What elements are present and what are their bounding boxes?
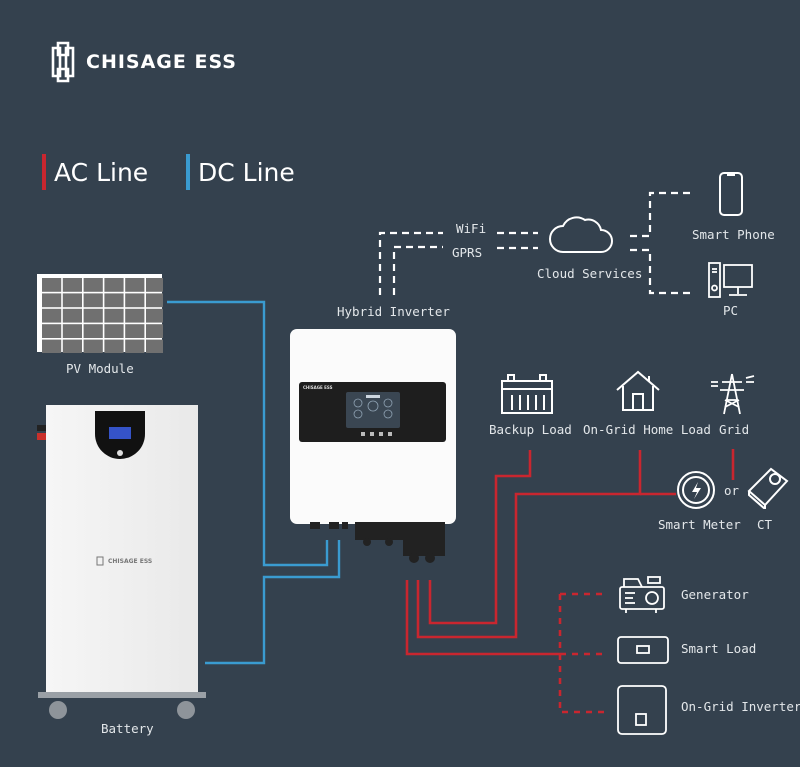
pv-cell — [83, 339, 103, 353]
generator-icon — [619, 576, 665, 613]
ongrid-inverter-label: On-Grid Inverter — [681, 699, 800, 714]
battery-wheels-icon — [38, 692, 206, 719]
gprs-line-left — [392, 245, 443, 295]
brand-logo: CHISAGE ESS — [50, 40, 237, 84]
smart-load-label: Smart Load — [681, 641, 757, 656]
pv-cell — [104, 339, 124, 353]
inverter-button-2[interactable] — [370, 432, 374, 436]
pv-cell — [146, 278, 163, 292]
home-load-line — [416, 450, 642, 639]
pv-cell — [62, 278, 82, 292]
backup-load-line — [428, 450, 532, 625]
wifi-line-left — [378, 231, 443, 295]
communication-lines — [378, 191, 692, 295]
pv-cell — [146, 293, 163, 308]
chisage-logo-icon — [51, 41, 75, 83]
pv-cell — [125, 278, 145, 292]
ac-legend-label: AC Line — [54, 157, 149, 187]
battery-display-icon — [95, 411, 145, 459]
pc-icon — [708, 262, 753, 298]
pv-cell — [62, 308, 82, 323]
optional-ac-lines — [558, 592, 606, 714]
home-load-label: On-Grid Home Load — [583, 422, 711, 437]
pv-module-icon — [37, 274, 163, 353]
dc-legend-label: DC Line — [198, 157, 295, 187]
pv-cell — [62, 293, 82, 308]
pv-cell — [125, 324, 145, 338]
pv-cell — [42, 308, 62, 323]
pv-cell — [104, 278, 124, 292]
pv-cell — [83, 308, 103, 323]
dc-lines — [167, 300, 341, 665]
hybrid-inverter-label: Hybrid Inverter — [337, 304, 450, 319]
battery-logo-icon — [96, 556, 104, 566]
inverter-display-panel: CHISAGE ESS — [299, 382, 446, 442]
ac-legend-swatch — [42, 154, 46, 190]
pv-cell — [104, 293, 124, 308]
pv-cell — [146, 324, 163, 338]
legend-ac: AC Line — [42, 154, 148, 190]
pv-cell — [83, 278, 103, 292]
pv-cell — [125, 308, 145, 323]
pv-cell — [104, 324, 124, 338]
inverter-screen-gauges-icon — [353, 395, 393, 419]
gprs-label: GPRS — [452, 245, 483, 260]
ct-sensor-icon — [747, 467, 789, 509]
smart-load-icon — [617, 636, 669, 664]
smartphone-icon — [719, 172, 743, 216]
cloud-phone-line — [630, 191, 692, 238]
battery-unit: CHISAGE ESS — [46, 405, 198, 695]
hybrid-inverter: CHISAGE ESS — [290, 329, 456, 524]
smart-meter-icon — [677, 471, 715, 509]
home-icon — [616, 370, 660, 411]
pv-cell — [42, 324, 62, 338]
legend-dc: DC Line — [186, 154, 295, 190]
inverter-brand: CHISAGE ESS — [303, 385, 333, 390]
smartphone-label: Smart Phone — [692, 227, 775, 242]
inverter-button-1[interactable] — [361, 432, 365, 436]
ongrid-inverter-icon — [617, 685, 667, 735]
pv-cell — [83, 324, 103, 338]
pv-dc-line — [167, 300, 329, 567]
aux-ac-line — [405, 580, 560, 656]
inverter-buttons — [361, 432, 392, 436]
or-label: or — [724, 483, 740, 498]
backup-load-icon — [501, 374, 553, 414]
dc-legend-swatch — [186, 154, 190, 190]
smart-meter-label: Smart Meter — [658, 517, 741, 532]
battery-label: Battery — [101, 721, 154, 736]
pv-cell — [125, 293, 145, 308]
pv-cell — [83, 293, 103, 308]
inverter-button-3[interactable] — [379, 432, 383, 436]
pv-cell — [42, 339, 62, 353]
pv-cell — [42, 278, 62, 292]
pv-cell — [62, 339, 82, 353]
pv-cell — [125, 339, 145, 353]
cloud-icon — [549, 216, 613, 253]
pv-cell — [146, 339, 163, 353]
pv-cell — [42, 293, 62, 308]
wifi-label: WiFi — [456, 221, 487, 236]
grid-label: Grid — [719, 422, 750, 437]
pv-cell — [146, 308, 163, 323]
battery-dc-line — [205, 540, 341, 665]
inverter-button-4[interactable] — [388, 432, 392, 436]
pc-label: PC — [723, 303, 739, 318]
cloud-services-label: Cloud Services — [537, 266, 643, 281]
pv-module-label: PV Module — [66, 361, 134, 376]
brand-name: CHISAGE ESS — [86, 51, 237, 73]
battery-terminals-icon — [37, 425, 46, 440]
cloud-pc-line — [630, 248, 692, 295]
ac-lines — [405, 449, 735, 656]
generator-label: Generator — [681, 587, 749, 602]
ct-label: CT — [757, 517, 773, 532]
backup-load-label: Backup Load — [489, 422, 572, 437]
inverter-screen — [346, 392, 400, 428]
inverter-connectors — [310, 522, 445, 563]
battery-brand: CHISAGE ESS — [96, 555, 152, 567]
pv-cell — [104, 308, 124, 323]
grid-tower-icon — [711, 373, 755, 415]
pv-cell — [62, 324, 82, 338]
ongrid-inverter-line — [558, 594, 604, 714]
